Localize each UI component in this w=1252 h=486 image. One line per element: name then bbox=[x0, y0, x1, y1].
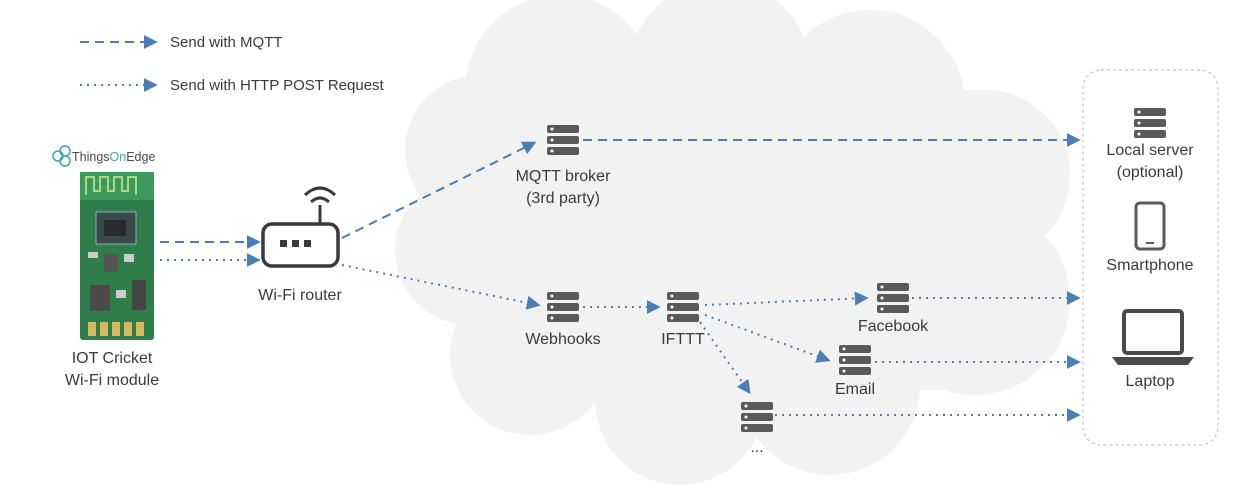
brand-suffix: Edge bbox=[126, 150, 155, 164]
local-server-icon bbox=[1134, 108, 1166, 138]
mqtt-broker-label-line1: MQTT broker bbox=[516, 168, 612, 185]
smartphone-icon bbox=[1134, 201, 1166, 251]
arrow-ifttt-facebook bbox=[704, 291, 869, 306]
router-label: Wi-Fi router bbox=[258, 287, 342, 304]
arrow-ifttt-more bbox=[699, 321, 751, 395]
brand-prefix: Things bbox=[72, 150, 110, 164]
facebook-label: Facebook bbox=[858, 318, 929, 335]
ifttt-label: IFTTT bbox=[661, 331, 705, 348]
legend-mqtt-label: Send with MQTT bbox=[170, 34, 283, 51]
email-label: Email bbox=[835, 381, 875, 398]
connectors bbox=[160, 133, 1081, 422]
local-server-label-line1: Local server bbox=[1106, 142, 1194, 159]
brand-mark-icon bbox=[52, 145, 71, 167]
ifttt-server-icon bbox=[667, 292, 699, 322]
laptop-label: Laptop bbox=[1126, 373, 1175, 390]
legend-http-label: Send with HTTP POST Request bbox=[170, 77, 385, 94]
arrow-ifttt-email bbox=[704, 314, 831, 363]
wifi-router-icon bbox=[261, 186, 340, 268]
more-label: ... bbox=[750, 439, 763, 456]
module-label-line1: IOT Cricket bbox=[72, 350, 153, 367]
webhooks-server-icon bbox=[547, 292, 579, 322]
local-devices-box bbox=[1082, 69, 1219, 446]
wifi-module-icon bbox=[80, 172, 154, 340]
smartphone-label: Smartphone bbox=[1106, 257, 1193, 274]
mqtt-broker-server-icon bbox=[547, 125, 579, 155]
email-server-icon bbox=[839, 345, 871, 375]
mqtt-broker-label-line2: (3rd party) bbox=[526, 190, 600, 207]
legend: Send with MQTT Send with HTTP POST Reque… bbox=[80, 34, 385, 94]
arrow-router-broker bbox=[341, 141, 537, 239]
brand-logo: ThingsOnEdge bbox=[52, 145, 155, 167]
laptop-icon bbox=[1112, 309, 1194, 365]
more-server-icon bbox=[741, 402, 773, 432]
svg-text:ThingsOnEdge: ThingsOnEdge bbox=[72, 150, 155, 164]
local-server-label-line2: (optional) bbox=[1117, 164, 1184, 181]
cloud-shape bbox=[395, 0, 1070, 485]
webhooks-label: Webhooks bbox=[525, 331, 600, 348]
brand-highlight: On bbox=[110, 150, 127, 164]
module-label-line2: Wi-Fi module bbox=[65, 372, 159, 389]
facebook-server-icon bbox=[877, 283, 909, 313]
